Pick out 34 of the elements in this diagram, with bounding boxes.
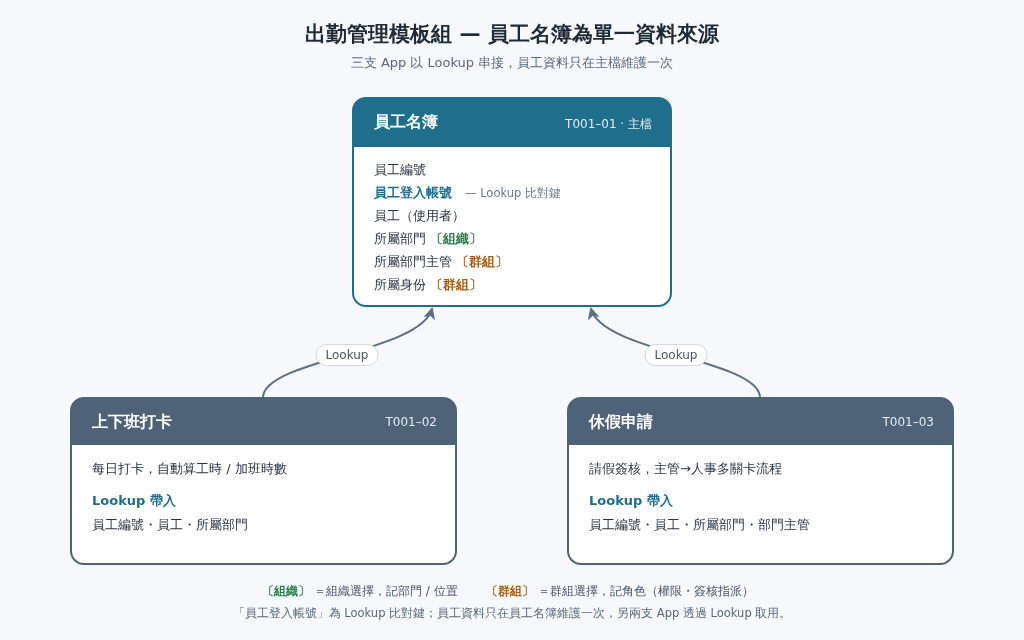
section-heading: Lookup 帶入: [589, 492, 673, 510]
caption: 「員工登入帳號」為 Lookup 比對鍵；員工資料只在員工名簿維護一次，另兩支 App 透過 Lookup 取用。: [231, 606, 793, 621]
table-card: [70, 397, 457, 565]
field-name: 員工編號: [374, 161, 426, 179]
edge-label: Lookup: [644, 344, 708, 366]
field-list: 員工編號・員工・所屬部門・部門主管: [589, 516, 810, 534]
field-list: 員工編號・員工・所屬部門: [92, 516, 248, 534]
code-label: T001–02: [385, 415, 437, 429]
tag-label: 〔組織〕: [262, 583, 310, 600]
field-name: 所屬部門: [374, 230, 426, 248]
subtitle: 三支 App 以 Lookup 串接，員工資料只在主檔維護一次: [349, 54, 675, 72]
field-name: 所屬身份: [374, 276, 426, 294]
field-name: 所屬部門主管: [374, 253, 452, 271]
field-note: — Lookup 比對鍵: [465, 186, 561, 201]
card-title: 員工名簿: [374, 112, 438, 133]
legend-text: ＝組織選擇，記部門 / 位置: [314, 583, 458, 600]
table-card: [352, 97, 672, 307]
field-name: 員工登入帳號: [374, 184, 452, 202]
title: 出勤管理模板組 — 員工名簿為單一資料來源: [304, 21, 720, 48]
table-card: [567, 397, 954, 565]
field-name: 員工（使用者）: [374, 207, 465, 225]
description: 請假簽核，主管→人事多關卡流程: [589, 460, 782, 478]
description: 每日打卡，自動算工時 / 加班時數: [92, 460, 287, 478]
tag-label: 〔群組〕: [486, 583, 534, 600]
legend-text: ＝群組選擇，記角色（權限・簽核指派）: [538, 583, 754, 600]
card-title: 上下班打卡: [92, 412, 172, 433]
card-title: 休假申請: [589, 412, 653, 433]
edge-label: Lookup: [315, 344, 379, 366]
code-label: T001–03: [882, 415, 934, 429]
tag-label: 〔群組〕: [430, 276, 482, 294]
code-label: T001–01 · 主檔: [565, 116, 652, 133]
tag-label: 〔組織〕: [430, 230, 482, 248]
section-heading: Lookup 帶入: [92, 492, 176, 510]
tag-label: 〔群組〕: [456, 253, 508, 271]
